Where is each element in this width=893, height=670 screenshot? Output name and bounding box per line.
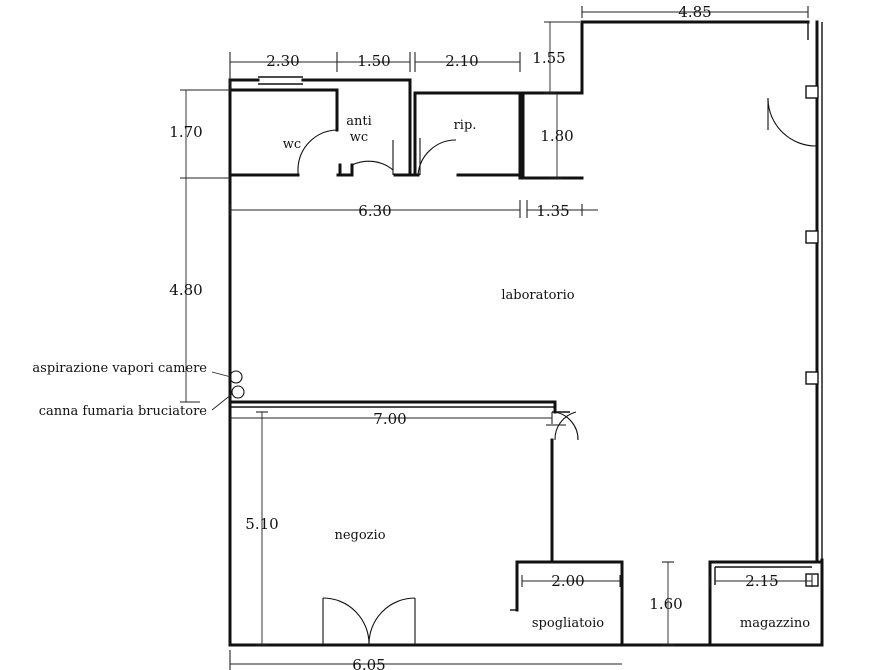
room-ripostiglio: rip. [454, 118, 477, 133]
room-wc: wc [283, 137, 301, 152]
dimension-lines [180, 6, 813, 670]
dim-1-60: 1.60 [649, 595, 682, 613]
note-aspirazione: aspirazione vapori camere [32, 361, 207, 376]
dim-6-30: 6.30 [358, 202, 391, 220]
dim-1-50: 1.50 [357, 52, 390, 70]
dim-1-80: 1.80 [540, 127, 573, 145]
dim-7-00: 7.00 [373, 410, 406, 428]
dim-5-10: 5.10 [245, 515, 278, 533]
dim-2-10: 2.10 [445, 52, 478, 70]
dim-4-85: 4.85 [678, 3, 711, 21]
dim-4-80: 4.80 [169, 281, 202, 299]
dim-1-55: 1.55 [532, 49, 565, 67]
dimension-labels: 4.85 2.30 1.50 2.10 1.55 1.70 1.80 6.30 … [169, 3, 778, 670]
dim-1-35: 1.35 [536, 202, 569, 220]
room-labels: wc anti wc rip. laboratorio negozio spog… [283, 114, 810, 631]
notes: aspirazione vapori camere canna fumaria … [32, 361, 207, 419]
flues [211, 370, 245, 411]
walls [228, 20, 824, 647]
note-canna-fumaria: canna fumaria bruciatore [39, 404, 208, 419]
dim-2-30: 2.30 [266, 52, 299, 70]
room-magazzino: magazzino [740, 616, 810, 631]
doors [297, 98, 817, 646]
dim-2-15: 2.15 [745, 572, 778, 590]
dim-1-70: 1.70 [169, 123, 202, 141]
dim-2-00: 2.00 [551, 572, 584, 590]
room-spogliatoio: spogliatoio [532, 616, 604, 631]
room-anti-wc-line2: wc [350, 130, 368, 145]
room-anti-wc-line1: anti [346, 114, 372, 129]
dim-6-05: 6.05 [352, 656, 385, 670]
pillars [805, 85, 819, 587]
room-laboratorio: laboratorio [501, 288, 574, 303]
room-negozio: negozio [334, 528, 385, 543]
